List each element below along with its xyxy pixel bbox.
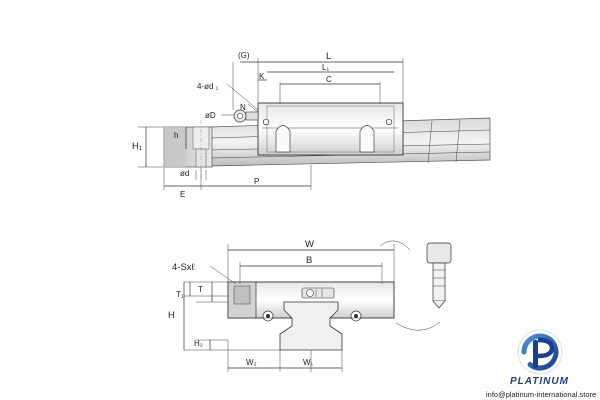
label-l1: L₁: [322, 63, 329, 72]
rail-cross-section: [163, 120, 213, 178]
label-k: K: [259, 72, 265, 81]
screw-detail: [426, 242, 452, 309]
platinum-logo-icon: [517, 329, 563, 375]
label-w1: W₁: [303, 358, 314, 367]
label-h2: H₂: [194, 339, 203, 348]
brand-block: PLATINUM info@platinum-international.sto…: [486, 329, 596, 399]
label-b: B: [306, 255, 312, 266]
rail-end-view: [228, 301, 394, 351]
label-l: L: [326, 51, 331, 62]
label-h: h: [174, 131, 178, 140]
label-t: T: [198, 285, 203, 294]
end-view: W B 4-Sxℓ T₁ T H H₂ W₂ W₁: [168, 239, 452, 372]
brand-name: PLATINUM: [510, 376, 569, 387]
label-phi-small-d: ød: [180, 169, 189, 178]
end-view-dimensions: [183, 244, 395, 372]
brand-email: info@platinum-international.store: [486, 390, 596, 399]
seal-arcs: [379, 240, 441, 331]
label-t1: T₁: [176, 290, 184, 299]
label-n: N: [240, 103, 246, 112]
label-g: (G): [238, 51, 250, 60]
label-c: C: [326, 75, 332, 84]
label-4-sxl: 4-Sxℓ: [172, 262, 196, 273]
side-view: (G) L L₁ C K 4-ød ₁ N øD h H₁ ød E P: [132, 51, 491, 199]
side-view-dimensions: [138, 58, 404, 190]
label-phi-big-d: øD: [205, 111, 216, 120]
label-w2: W₂: [246, 358, 257, 367]
label-w: W: [305, 239, 314, 250]
label-hole-4-phid1: 4-ød ₁: [197, 82, 219, 91]
label-h1: H₁: [132, 141, 142, 152]
carriage-block-side-view: [233, 102, 404, 156]
label-p: P: [254, 177, 259, 186]
label-e: E: [180, 190, 185, 199]
label-h-height: H: [168, 310, 175, 321]
